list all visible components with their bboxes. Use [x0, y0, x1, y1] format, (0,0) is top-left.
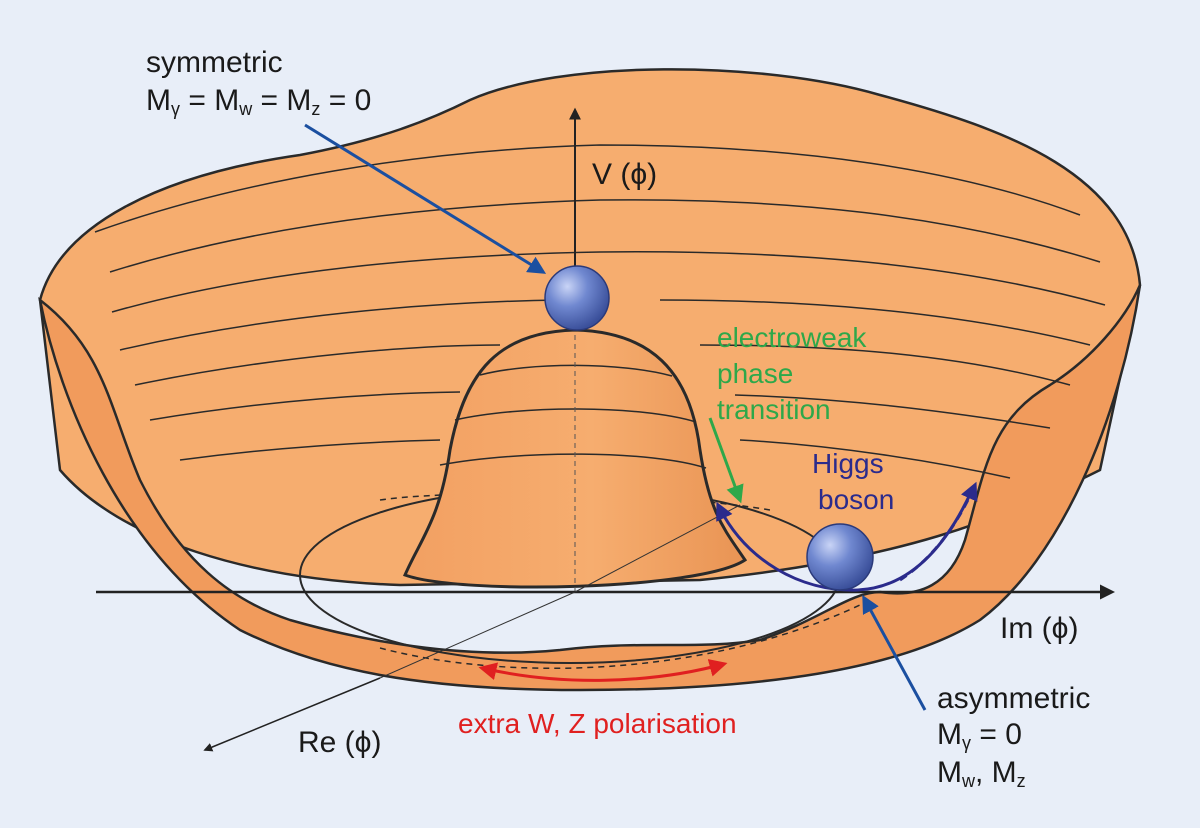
mass-symbol-w: = M — [180, 84, 240, 117]
higgs-label-line1: Higgs — [812, 448, 884, 479]
contour-lines — [94, 144, 1106, 479]
asymmetric-photon-mass: Mγ = 0 — [937, 718, 1022, 754]
asym-z-subscript: z — [1016, 771, 1026, 791]
w-subscript: w — [239, 99, 253, 119]
asym-photon-subscript: γ — [962, 733, 971, 753]
central-hump — [402, 328, 748, 589]
polarisation-label: extra W, Z polarisation — [458, 708, 737, 739]
re-axis-inner — [574, 504, 741, 593]
mass-symbol-z: = M — [252, 84, 312, 117]
v-axis-label: V (ϕ) — [592, 158, 658, 191]
re-axis-line — [203, 677, 381, 752]
electroweak-label-line2: phase — [717, 358, 794, 389]
symmetric-sphere-icon — [544, 265, 610, 331]
polarisation-arrow — [478, 659, 728, 682]
higgs-oscillation-arrow — [716, 489, 974, 592]
asym-photon-symbol: M — [937, 718, 962, 751]
re-axis-label: Re (ϕ) — [298, 726, 382, 759]
asym-w-subscript: w — [962, 771, 975, 791]
photon-subscript: γ — [171, 99, 180, 119]
electroweak-label-line3: transition — [717, 394, 831, 425]
asymmetric-wz-masses: Mw, Mz — [937, 756, 1026, 792]
mass-zero: = 0 — [320, 84, 372, 117]
trough-dashed-front — [379, 604, 861, 670]
symmetric-masses: Mγ = Mw = Mz = 0 — [146, 84, 371, 120]
asym-w-symbol: M — [937, 756, 962, 789]
symmetric-pointer-arrow — [304, 123, 547, 274]
asymmetric-title: asymmetric — [937, 682, 1091, 715]
electroweak-label-line1: electroweak — [717, 322, 867, 353]
asym-photon-zero: = 0 — [971, 718, 1022, 751]
electroweak-transition-arrow — [708, 417, 744, 504]
higgs-label-line2: boson — [818, 484, 895, 515]
higgs-sphere-icon — [806, 523, 874, 591]
asymmetric-pointer-arrow — [862, 594, 927, 711]
symmetric-title: symmetric — [146, 46, 283, 79]
z-subscript: z — [311, 99, 321, 119]
higgs-oscillation-dashed — [899, 481, 978, 582]
re-axis-mid — [379, 591, 576, 679]
bowl-outer-surface — [38, 284, 1142, 692]
mass-symbol-photon: M — [146, 84, 171, 117]
im-axis-label: Im (ϕ) — [1000, 612, 1079, 645]
asym-z-symbol: , M — [975, 756, 1017, 789]
